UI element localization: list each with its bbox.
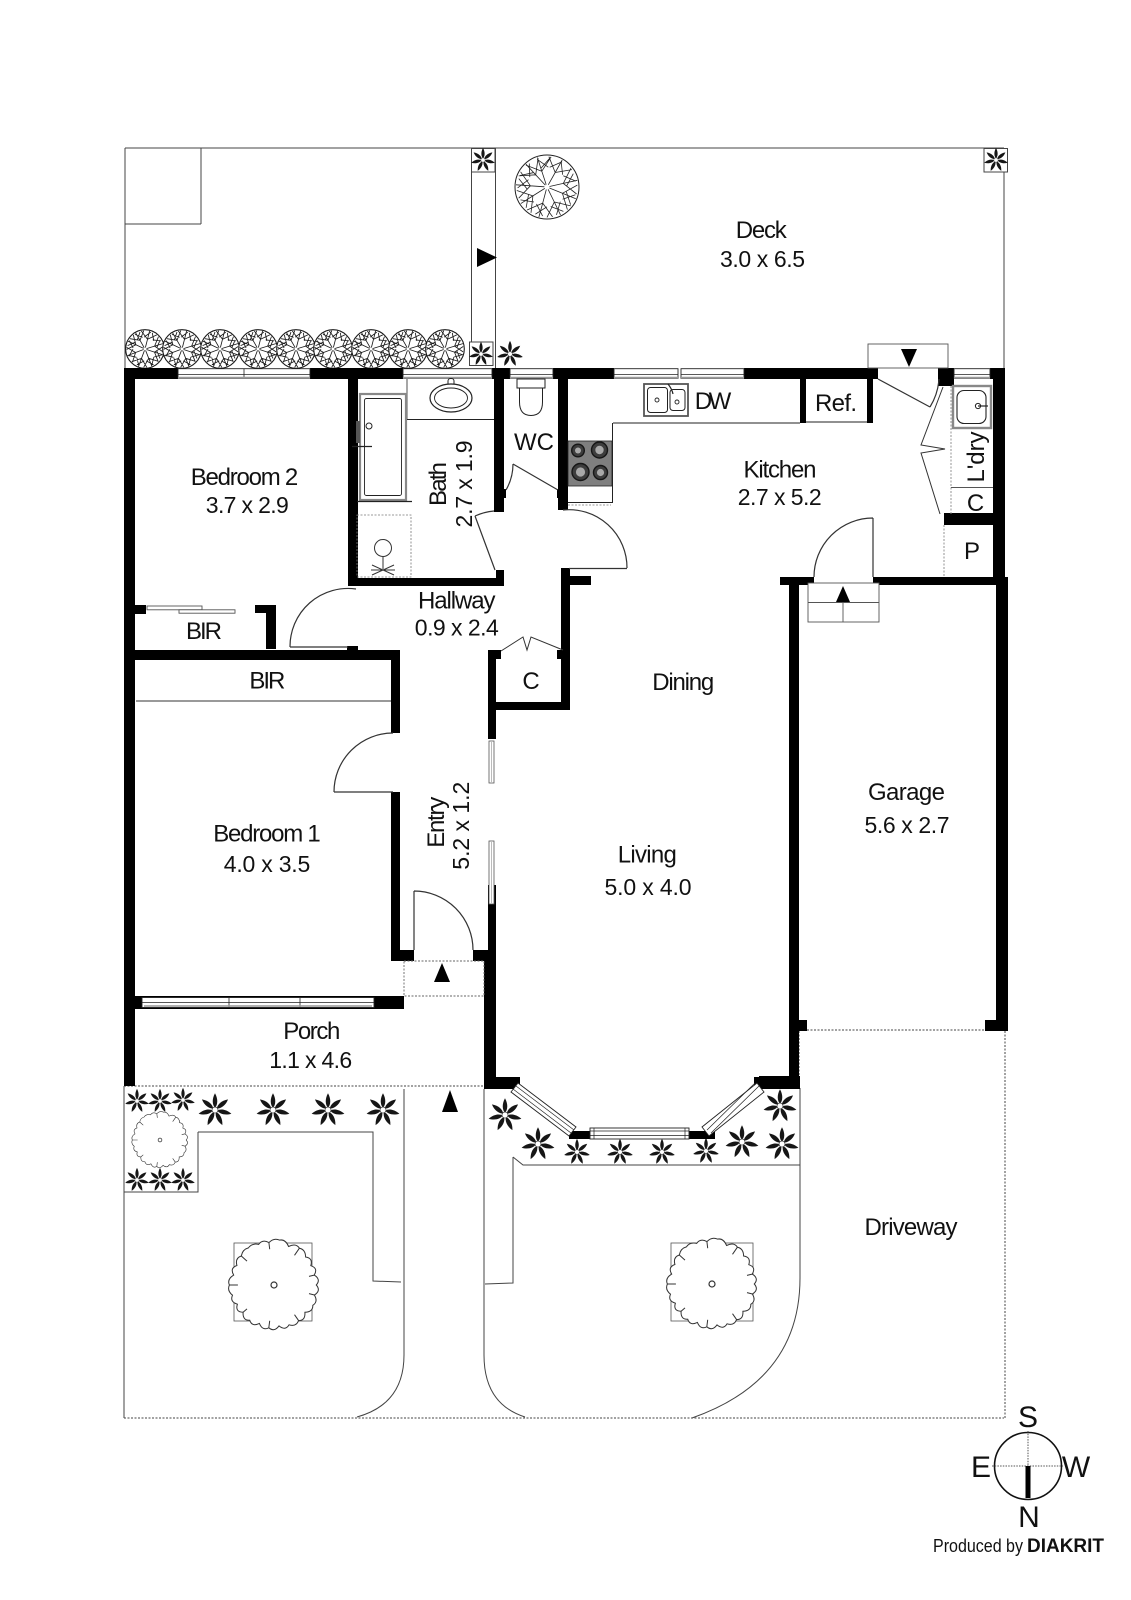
- svg-text:5.2 x 1.2: 5.2 x 1.2: [448, 782, 474, 870]
- svg-text:N: N: [1018, 1501, 1040, 1534]
- svg-text:BIR: BIR: [186, 618, 222, 645]
- svg-text:Produced by: Produced by: [933, 1536, 1023, 1556]
- svg-text:P: P: [964, 538, 980, 565]
- svg-text:DW: DW: [695, 388, 732, 415]
- svg-text:DIAKRIT: DIAKRIT: [1027, 1536, 1104, 1557]
- svg-text:Entry: Entry: [423, 797, 450, 848]
- svg-text:WC: WC: [514, 429, 554, 456]
- svg-text:3.7 x 2.9: 3.7 x 2.9: [206, 492, 289, 518]
- svg-text:1.1 x 4.6: 1.1 x 4.6: [269, 1047, 352, 1073]
- svg-text:2.7 x 5.2: 2.7 x 5.2: [738, 484, 822, 510]
- svg-text:Garage: Garage: [868, 779, 945, 806]
- svg-text:W: W: [1062, 1451, 1091, 1484]
- svg-text:5.0 x 4.0: 5.0 x 4.0: [605, 874, 692, 900]
- svg-text:Bedroom 2: Bedroom 2: [191, 464, 299, 491]
- svg-text:E: E: [971, 1451, 991, 1484]
- svg-text:Deck: Deck: [736, 217, 788, 244]
- svg-text:Hallway: Hallway: [418, 588, 496, 615]
- svg-text:5.6 x 2.7: 5.6 x 2.7: [865, 812, 950, 838]
- svg-text:C: C: [522, 668, 539, 695]
- svg-text:Bedroom 1: Bedroom 1: [213, 821, 321, 848]
- svg-text:Porch: Porch: [283, 1018, 340, 1045]
- svg-text:C: C: [967, 490, 984, 517]
- svg-text:Dining: Dining: [652, 669, 714, 696]
- svg-text:Living: Living: [618, 842, 677, 869]
- svg-text:3.0 x 6.5: 3.0 x 6.5: [720, 246, 805, 272]
- svg-text:Bath: Bath: [425, 462, 452, 506]
- svg-text:Driveway: Driveway: [865, 1214, 958, 1241]
- svg-text:S: S: [1018, 1401, 1038, 1434]
- svg-text:0.9 x 2.4: 0.9 x 2.4: [415, 615, 499, 641]
- svg-text:4.0 x 3.5: 4.0 x 3.5: [224, 851, 311, 877]
- svg-text:2.7 x 1.9: 2.7 x 1.9: [451, 441, 477, 528]
- svg-text:BIR: BIR: [249, 668, 285, 695]
- svg-text:L'dry: L'dry: [963, 432, 990, 483]
- svg-text:Kitchen: Kitchen: [744, 457, 817, 484]
- svg-text:Ref.: Ref.: [815, 390, 857, 417]
